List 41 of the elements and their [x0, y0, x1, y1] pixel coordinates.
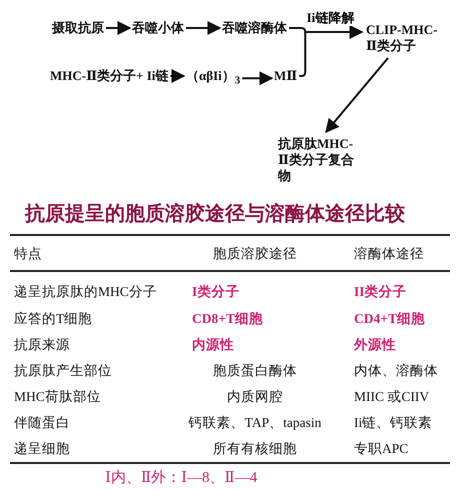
arrow	[170, 69, 186, 83]
footnote-text: Ⅰ内、Ⅱ外：Ⅰ—8、Ⅱ—4	[105, 468, 258, 487]
table-cell-text: 专职APC	[354, 440, 408, 457]
table-cell-text: MIIC 或CIIV	[354, 388, 430, 405]
table-cell-text: 应答的T细胞	[14, 310, 92, 327]
table-cell-text: 胞质蛋白酶体	[213, 362, 297, 379]
table-cell-text: Ii链、钙联素	[354, 414, 432, 431]
flow-step-text: MHC-Ⅱ类分子+ Ii链	[50, 68, 168, 84]
flow-step-text: 吞噬溶酶体	[222, 20, 287, 36]
arrow	[106, 21, 132, 35]
arrow	[325, 57, 389, 134]
column-header: 特点	[14, 245, 42, 262]
flow-step-text: 抗原肽MHC-Ⅱ类分子复合物	[278, 136, 360, 184]
table-cell-text: MHC荷肽部位	[14, 388, 101, 405]
table-cell-text: 内体、溶酶体	[354, 362, 438, 379]
arrow	[242, 71, 274, 86]
table-cell-text: CD8+T细胞	[192, 310, 263, 327]
edge-label: Ii链降解	[306, 10, 356, 26]
column-header: 溶酶体途径	[354, 245, 424, 262]
table-cell-text: 伴随蛋白	[14, 414, 70, 431]
table-cell-text: 抗原肽产生部位	[14, 362, 112, 379]
table-cell-text: 钙联素、TAP、tapasin	[188, 414, 322, 431]
table-cell-text: CD4+T细胞	[354, 310, 425, 327]
flow-step-text: （αβIi）$_{3}$	[186, 68, 240, 89]
table-title: 抗原提呈的胞质溶胶途径与溶酶体途径比较	[25, 200, 405, 227]
arrow	[186, 21, 222, 35]
table-cell-text: II类分子	[354, 283, 407, 300]
table-cell-text: 外源性	[354, 336, 396, 353]
flow-step-text: CLIP-MHC-Ⅱ类分子	[366, 22, 438, 54]
table-cell-text: 内源性	[192, 336, 234, 353]
table-cell-text: 递呈细胞	[14, 440, 70, 457]
column-header: 胞质溶胶途径	[213, 245, 297, 262]
flow-step-text: 吞噬小体	[132, 20, 184, 36]
table-cell-text: I类分子	[192, 283, 240, 300]
table-cell-text: 递呈抗原肽的MHC分子	[14, 283, 157, 300]
table-cell-text: 所有有核细胞	[213, 440, 297, 457]
arrow	[299, 25, 364, 77]
table-cell-text: 内质网腔	[227, 388, 283, 405]
table-cell-text: 抗原来源	[14, 336, 70, 353]
flow-step-text: 摄取抗原	[52, 20, 104, 36]
flow-step-text: MⅡ	[274, 68, 298, 84]
